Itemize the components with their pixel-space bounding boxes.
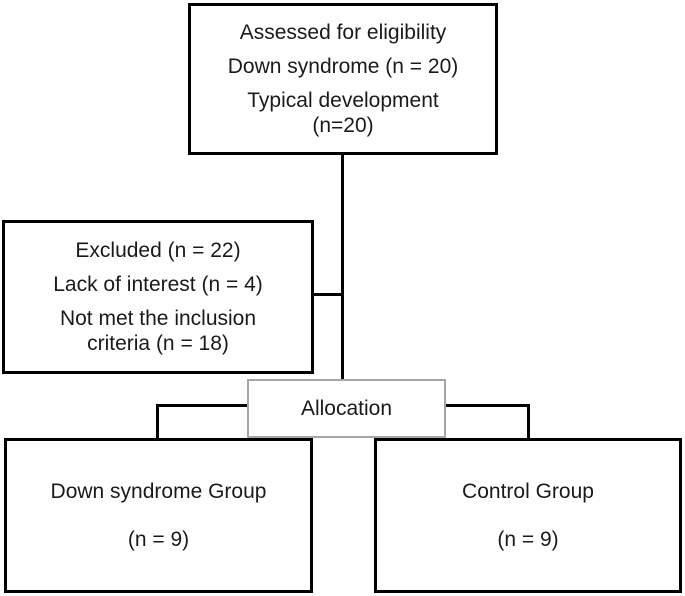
box-text-line: Lack of interest (n = 4) bbox=[53, 272, 263, 296]
connector-eligibility-to-allocation bbox=[341, 155, 344, 380]
box-text-line: Assessed for eligibility bbox=[239, 20, 447, 44]
box-text-line: Down syndrome Group bbox=[50, 480, 267, 504]
control-group-box: Control Group (n = 9) bbox=[374, 438, 682, 593]
down-syndrome-group-box: Down syndrome Group (n = 9) bbox=[4, 438, 313, 593]
connector-excluded-branch bbox=[311, 293, 343, 296]
box-text-line: Typical development (n=20) bbox=[247, 89, 439, 138]
excluded-box: Excluded (n = 22) Lack of interest (n = 4… bbox=[2, 220, 314, 374]
connector-control-group-stub bbox=[527, 404, 530, 439]
connector-down-group-stub bbox=[156, 404, 159, 439]
box-text-line: (n = 9) bbox=[497, 527, 559, 551]
box-text-line: Control Group bbox=[462, 480, 594, 504]
box-text-line: Down syndrome (n = 20) bbox=[227, 54, 459, 78]
box-text-line: (n = 9) bbox=[127, 527, 190, 551]
allocation-label: Allocation bbox=[300, 396, 393, 420]
allocation-box: Allocation bbox=[247, 379, 446, 438]
box-text-line: Not met the inclusion criteria (n = 18) bbox=[59, 307, 257, 356]
box-text-line: Excluded (n = 22) bbox=[75, 238, 241, 262]
